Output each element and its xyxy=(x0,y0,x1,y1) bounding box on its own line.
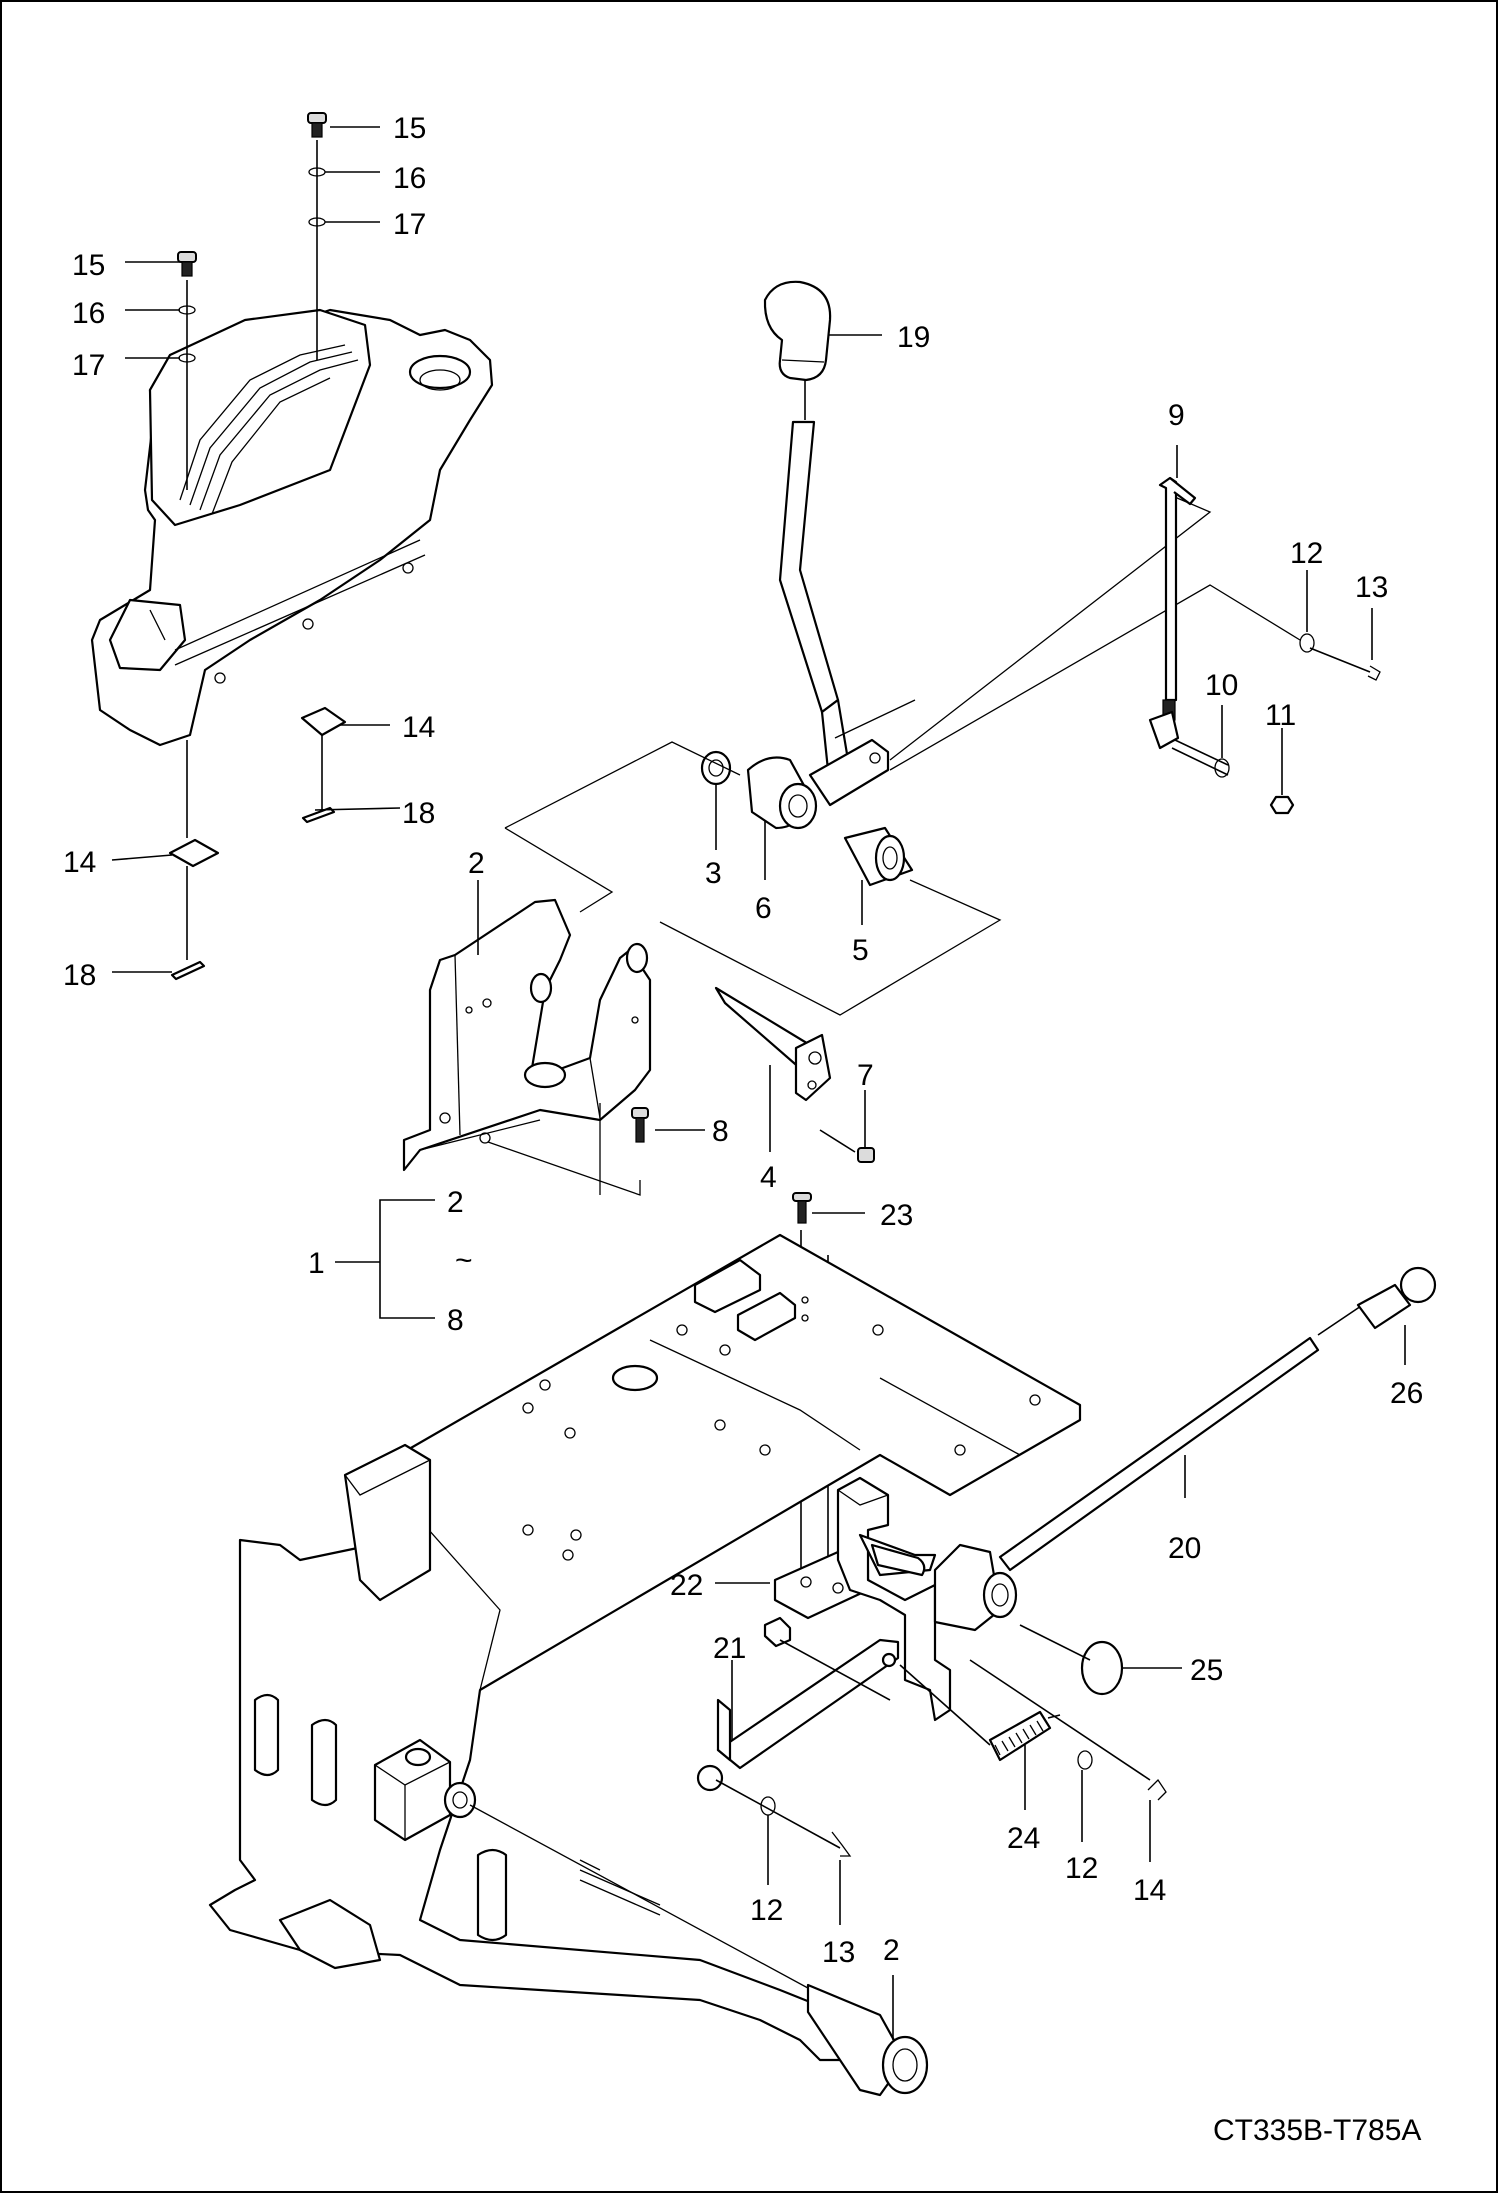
callout-6: 6 xyxy=(755,892,772,925)
pin-2-lower xyxy=(806,1983,929,2097)
knob-26 xyxy=(1356,1266,1437,1330)
callout-18-left: 18 xyxy=(63,959,96,992)
callout-14-right: 14 xyxy=(402,711,435,744)
callout-24: 24 xyxy=(1007,1822,1040,1855)
callout-14-lower: 14 xyxy=(1133,1874,1166,1907)
washer-10 xyxy=(1214,758,1230,778)
clip-14-left xyxy=(168,740,220,981)
bolt-15-left xyxy=(177,251,197,277)
nut-11 xyxy=(1269,795,1295,815)
callout-22: 22 xyxy=(670,1569,703,1602)
callout-13-lower: 13 xyxy=(822,1936,855,1969)
washer-12-top xyxy=(1299,633,1315,653)
callout-16-top: 16 xyxy=(393,162,426,195)
snap-ring-25 xyxy=(1080,1640,1124,1696)
callout-14-left: 14 xyxy=(63,846,96,879)
shift-lever-arm xyxy=(778,420,850,772)
callout-18-right: 18 xyxy=(402,797,435,830)
callout-13-top: 13 xyxy=(1355,571,1388,604)
callout-8-bolt: 8 xyxy=(712,1115,729,1148)
shift-rod-20 xyxy=(933,1336,1320,1632)
callout-9: 9 xyxy=(1168,399,1185,432)
clip-14-lower xyxy=(1147,1778,1167,1801)
console-cover xyxy=(90,308,494,747)
callout-7: 7 xyxy=(857,1059,874,1092)
callout-2-range: 2 xyxy=(447,1186,464,1219)
lever-support-bracket xyxy=(836,1476,952,1722)
callout-labels: 15 16 17 15 16 17 14 18 14 18 19 9 12 13… xyxy=(63,112,1423,1969)
callout-range-tilde: ~ xyxy=(455,1244,473,1277)
lever-pivot-boss-6 xyxy=(746,756,818,830)
clip-13-lower xyxy=(831,1831,852,1857)
bolt-15-top xyxy=(307,112,327,138)
control-rod-9 xyxy=(1148,476,1229,776)
callout-17-left: 17 xyxy=(72,349,105,382)
callout-20: 20 xyxy=(1168,1532,1201,1565)
callout-5: 5 xyxy=(852,934,869,967)
bolt-8 xyxy=(631,1107,649,1143)
callout-4: 4 xyxy=(760,1161,777,1194)
callout-19: 19 xyxy=(897,321,930,354)
callout-1: 1 xyxy=(308,1247,325,1280)
callout-23: 23 xyxy=(880,1199,913,1232)
callout-21: 21 xyxy=(713,1632,746,1665)
callout-25: 25 xyxy=(1190,1654,1223,1687)
callout-26: 26 xyxy=(1390,1377,1423,1410)
drawing-code: CT335B-T785A xyxy=(1213,2114,1421,2147)
callout-2-pin: 2 xyxy=(883,1934,900,1967)
rod-link-arm xyxy=(808,738,890,807)
leader-lines xyxy=(111,126,1406,2040)
callout-12-top: 12 xyxy=(1290,537,1323,570)
bolt-7 xyxy=(819,1129,875,1163)
bushing-5 xyxy=(843,826,914,887)
callout-10: 10 xyxy=(1205,669,1238,702)
callout-16-left: 16 xyxy=(72,297,105,330)
callout-15-top: 15 xyxy=(393,112,426,145)
callout-12-right: 12 xyxy=(1065,1852,1098,1885)
shift-knob-19 xyxy=(763,280,832,382)
callout-12-left: 12 xyxy=(750,1894,783,1927)
arm-21 xyxy=(696,1616,900,1792)
callout-8-range: 8 xyxy=(447,1304,464,1337)
washer-12-right xyxy=(1077,1750,1093,1770)
bolt-23 xyxy=(792,1192,812,1224)
callout-11: 11 xyxy=(1265,699,1296,732)
clip-14-right xyxy=(300,706,347,824)
callout-3: 3 xyxy=(705,857,722,890)
pivot-shaft-4 xyxy=(714,986,832,1102)
clip-13-top xyxy=(1309,647,1381,681)
spring-24 xyxy=(899,1664,1061,1762)
chassis-frame xyxy=(208,1233,1082,2062)
callout-15-left: 15 xyxy=(72,249,105,282)
callout-2-bracket: 2 xyxy=(468,847,485,880)
lever-bracket-2 xyxy=(402,898,652,1172)
callout-17-top: 17 xyxy=(393,208,426,241)
